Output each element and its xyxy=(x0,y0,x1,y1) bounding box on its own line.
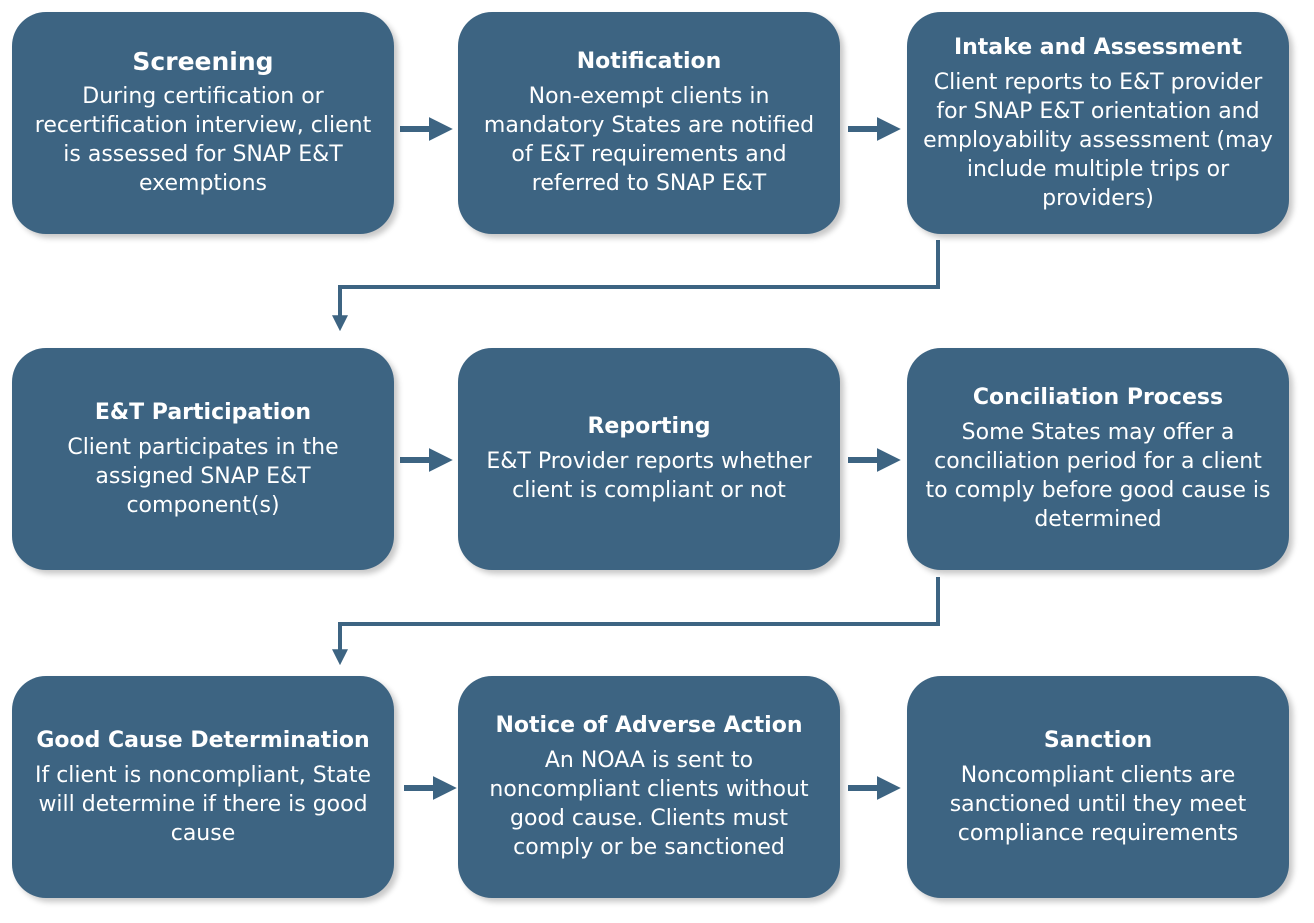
step-body: Some States may offer a conciliation per… xyxy=(925,420,1271,532)
step-reporting: Reporting E&T Provider reports whether c… xyxy=(458,348,840,570)
step-title: Notice of Adverse Action xyxy=(495,713,803,738)
step-body: Client reports to E&T provider for SNAP … xyxy=(923,69,1273,211)
step-body: Non-exempt clients in mandatory States a… xyxy=(483,84,815,196)
arrow-intake-to-participation xyxy=(332,240,940,332)
step-notice-of-adverse-action: Notice of Adverse Action An NOAA is sent… xyxy=(458,676,840,898)
step-title: Intake and Assessment xyxy=(953,34,1243,60)
step-title: Sanction xyxy=(1043,727,1153,753)
step-body: If client is noncompliant, State will de… xyxy=(34,762,371,846)
step-notification: Notification Non-exempt clients in manda… xyxy=(458,12,840,234)
step-title: Reporting xyxy=(587,414,711,439)
step-screening: Screening During certification or recert… xyxy=(12,12,394,234)
step-body: An NOAA is sent to noncompliant clients … xyxy=(489,748,809,860)
step-body: Noncompliant clients are sanctioned unti… xyxy=(949,762,1247,846)
step-et-participation: E&T Participation Client participates in… xyxy=(12,348,394,570)
step-title: Screening xyxy=(132,47,274,76)
step-title: Good Cause Determination xyxy=(36,727,370,753)
step-body: Client participates in the assigned SNAP… xyxy=(67,434,339,518)
step-title: Conciliation Process xyxy=(972,385,1224,410)
arrow-conciliation-to-goodcause xyxy=(332,577,940,666)
step-sanction: Sanction Noncompliant clients are sancti… xyxy=(907,676,1289,898)
step-good-cause-determination: Good Cause Determination If client is no… xyxy=(12,676,394,898)
step-title: E&T Participation xyxy=(94,399,312,425)
step-title: Notification xyxy=(576,49,722,74)
step-intake-assessment: Intake and Assessment Client reports to … xyxy=(907,12,1289,234)
step-body: During certification or recertification … xyxy=(34,84,372,196)
step-body: E&T Provider reports whether client is c… xyxy=(486,449,812,503)
step-conciliation-process: Conciliation Process Some States may off… xyxy=(907,348,1289,570)
